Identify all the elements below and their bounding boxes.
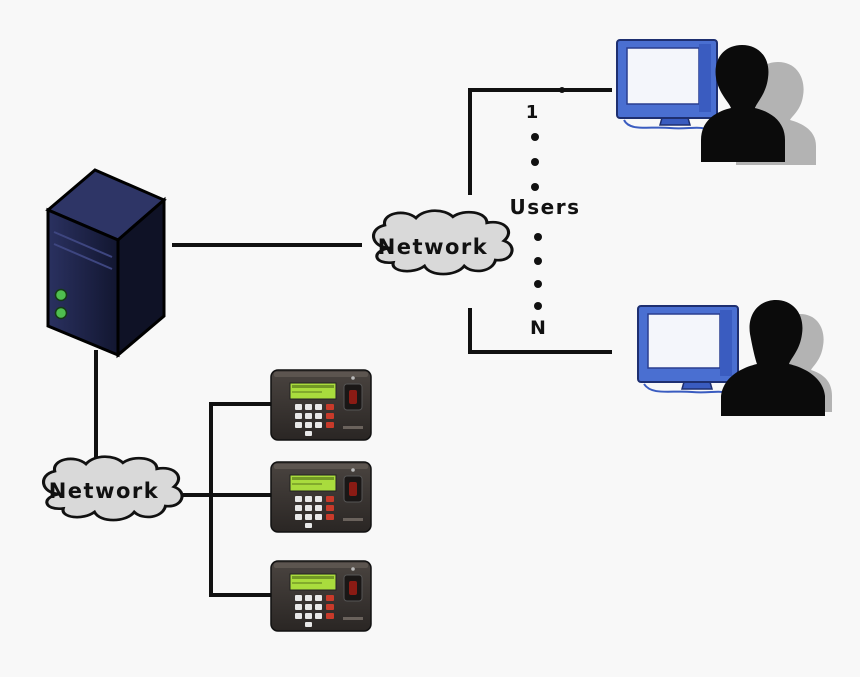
- attendance-terminal-1: [270, 369, 372, 441]
- attendance-terminal-icon: [270, 369, 372, 441]
- bottom-network-cloud: Network: [41, 455, 184, 522]
- ellipsis-dot: [534, 257, 542, 265]
- monitor-icon: [616, 39, 718, 133]
- uplink-to-user-n-line: [468, 308, 612, 354]
- ellipsis-dot: [531, 183, 539, 191]
- attendance-terminal-icon: [270, 560, 372, 632]
- line-joint: [559, 87, 565, 93]
- user-workstation-1: [616, 39, 816, 165]
- ellipsis-dot: [534, 280, 542, 288]
- user-silhouette-icon: [721, 300, 832, 416]
- user-first-label: 1: [526, 102, 539, 123]
- attendance-terminal-icon: [270, 461, 372, 533]
- top-network-cloud: Network: [371, 209, 514, 276]
- users-label: Users: [510, 195, 581, 219]
- user-silhouette-icon: [701, 45, 816, 165]
- ellipsis-dot: [531, 133, 539, 141]
- user-last-label: N: [530, 317, 546, 339]
- server-led-top: [54, 288, 68, 302]
- users-column: 1 Users N: [510, 102, 581, 339]
- ellipsis-dot: [534, 302, 542, 310]
- server-led-bottom: [54, 306, 68, 320]
- uplink-to-user-1-line: [468, 88, 612, 195]
- server-icon: [45, 168, 167, 359]
- top-network-label: Network: [378, 235, 489, 259]
- attendance-terminal-3: [270, 560, 372, 632]
- user-workstation-n: [637, 300, 832, 416]
- device-bus-line: [209, 402, 272, 597]
- monitor-icon: [637, 305, 739, 397]
- bottom-network-label: Network: [49, 479, 160, 503]
- ellipsis-dot: [534, 233, 542, 241]
- attendance-terminal-2: [270, 461, 372, 533]
- ellipsis-dot: [531, 158, 539, 166]
